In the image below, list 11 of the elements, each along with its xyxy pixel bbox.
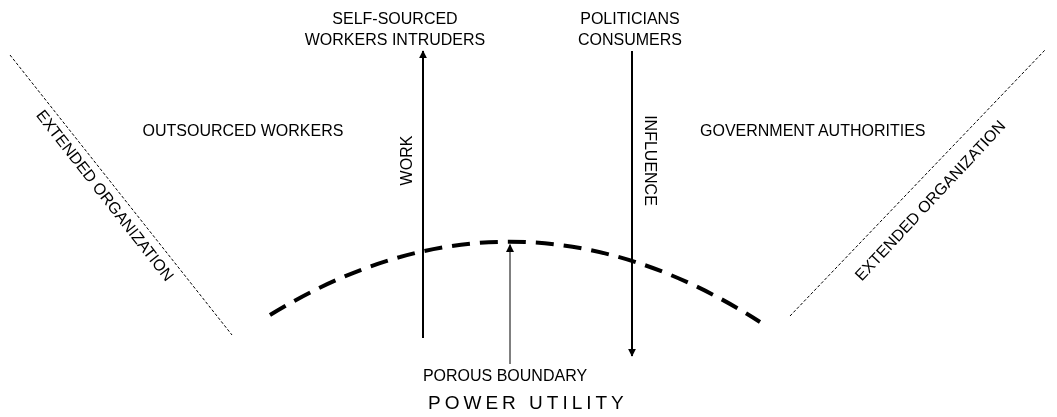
diagram-title: POWER UTILITY: [428, 392, 628, 413]
group-label: POLITICIANS CONSUMERS: [575, 8, 685, 50]
arrow: [628, 50, 636, 357]
group-label: SELF-SOURCED WORKERS INTRUDERS: [300, 8, 490, 50]
group-label: OUTSOURCED WORKERS: [142, 120, 344, 141]
arrow: [419, 50, 427, 339]
edge-label: INFLUENCE: [640, 114, 660, 206]
edge-label: WORK: [397, 135, 417, 185]
dashed-boundary-arc: [269, 239, 761, 324]
leader-arrow: [506, 243, 514, 365]
group-label: POROUS BOUNDARY: [405, 365, 605, 386]
